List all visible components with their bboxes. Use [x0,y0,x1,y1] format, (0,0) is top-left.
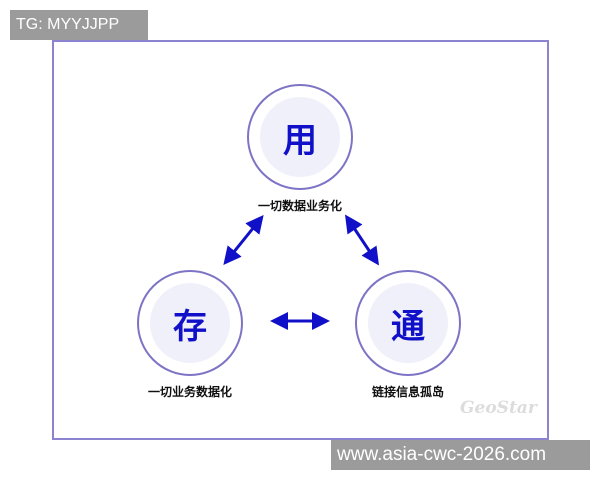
node-use-char: 用 [260,97,340,177]
node-use-label: 一切数据业务化 [257,199,342,213]
arrow-use-store [223,214,264,266]
bottom-right-overlay: www.asia-cwc-2026.com [331,440,590,470]
top-left-overlay: TG: MYYJJPP [10,10,148,40]
node-store: 存 [137,270,243,376]
node-connect-char: 通 [368,283,448,363]
node-store-label: 一切业务数据化 [147,385,232,399]
node-connect: 通 [355,270,461,376]
geostar-watermark-logo: GeoStar [460,398,537,418]
node-use: 用 [247,84,353,190]
node-store-char: 存 [150,283,230,363]
arrow-use-connect [345,214,379,266]
node-connect-label: 链接信息孤岛 [371,385,444,399]
